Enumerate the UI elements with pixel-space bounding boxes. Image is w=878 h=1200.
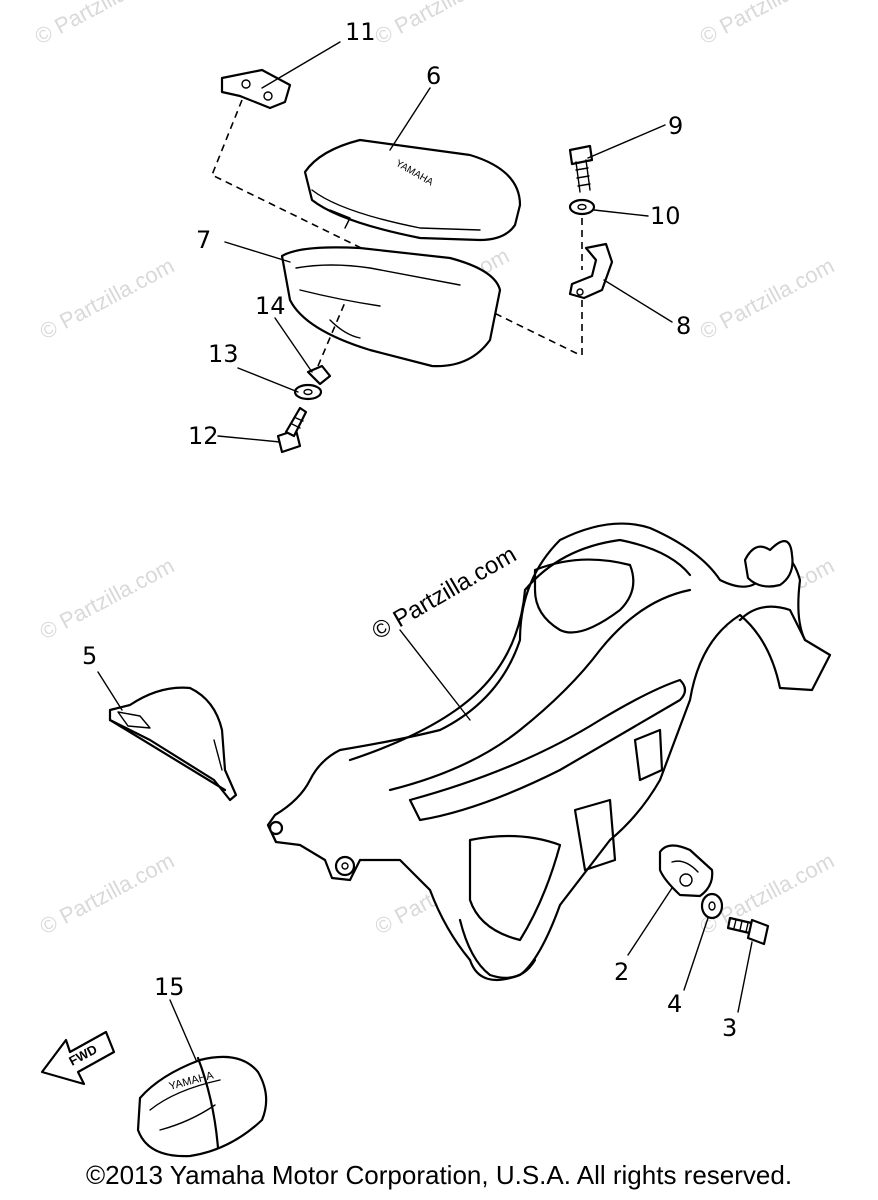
part-14-nut [306,364,332,386]
watermark: © Partzilla.com [36,553,179,645]
part-3-bolt [726,916,770,946]
copyright-notice: ©2013 Yamaha Motor Corporation, U.S.A. A… [85,1160,793,1190]
callout-10: 10 [650,202,681,230]
leader-13 [237,367,299,393]
fwd-arrow-icon: FWD [40,1030,116,1086]
part-5-shade [108,686,238,802]
part-7-tray [280,246,502,368]
leader-3 [737,941,753,1013]
leader-15 [169,999,197,1061]
callout-3: 3 [722,1014,737,1042]
part-15-tool-bag: YAMAHA [136,1055,268,1158]
callout-5: 5 [82,642,97,670]
leader-12 [217,435,281,443]
leader-14 [274,317,313,373]
part-12-bolt [276,406,308,454]
part-8-stay [568,242,614,300]
callout-7: 7 [196,226,211,254]
part-4-washer [700,892,724,920]
callout-2: 2 [614,958,629,986]
watermark: © Partzilla.com [371,0,514,49]
callout-12: 12 [188,422,219,450]
watermark: © Partzilla.com [696,0,839,49]
part-6-cover: YAMAHA [303,138,522,242]
watermark: © Partzilla.com [696,253,839,345]
leader-10 [593,209,649,217]
leader-8 [603,279,673,323]
callout-13: 13 [208,340,239,368]
leader-4 [683,917,709,991]
part-2-knob [658,844,714,898]
part-11-bracket [220,68,292,110]
leader-5 [97,671,123,711]
part-10-washer [568,198,596,216]
watermark: © Partzilla.com [36,848,179,940]
callout-8: 8 [676,312,691,340]
watermark: © Partzilla.com [31,0,174,49]
leader-1 [399,629,471,721]
watermark: © Partzilla.com [36,253,179,345]
callout-15: 15 [154,973,185,1001]
callout-9: 9 [668,112,683,140]
leader-6 [389,87,431,151]
watermark-main: © Partzilla.com [368,541,522,645]
leader-9 [587,124,666,159]
callout-6: 6 [426,62,441,90]
callout-11: 11 [345,18,376,46]
leader-11 [261,41,341,89]
part-13-washer [293,383,323,401]
part-9-screw [568,144,594,193]
callout-4: 4 [667,990,682,1018]
main-body-frame [266,522,832,982]
leader-2 [627,887,673,956]
callout-14: 14 [255,292,286,320]
leader-7 [224,241,291,263]
